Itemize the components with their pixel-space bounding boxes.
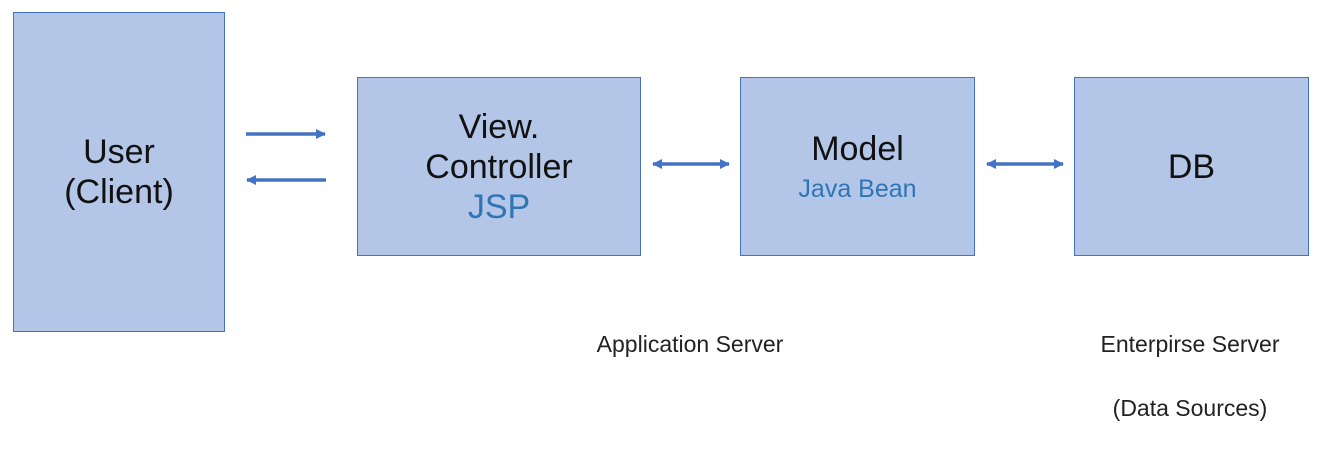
db-label: DB [1167,147,1216,186]
model-label: Model [811,129,904,168]
application-server-label: Application Server [596,331,784,357]
application-server-caption: Application Server [520,296,860,360]
view-controller-box: View. Controller JSP [357,77,641,256]
data-sources-label: (Data Sources) [1112,395,1268,421]
controller-label: Controller [425,147,573,186]
enterprise-server-caption: Enterpirse Server (Data Sources) [1050,296,1330,456]
jsp-label: JSP [467,187,531,226]
model-box: Model Java Bean [740,77,975,256]
connector-arrows [246,129,1064,185]
user-client-box: User (Client) [13,12,225,332]
db-box: DB [1074,77,1309,256]
client-label: (Client) [64,173,174,211]
view-label: View. [458,107,540,146]
enterprise-server-label: Enterpirse Server [1100,331,1280,357]
java-bean-label: Java Bean [798,174,917,203]
user-label: User [83,133,155,171]
